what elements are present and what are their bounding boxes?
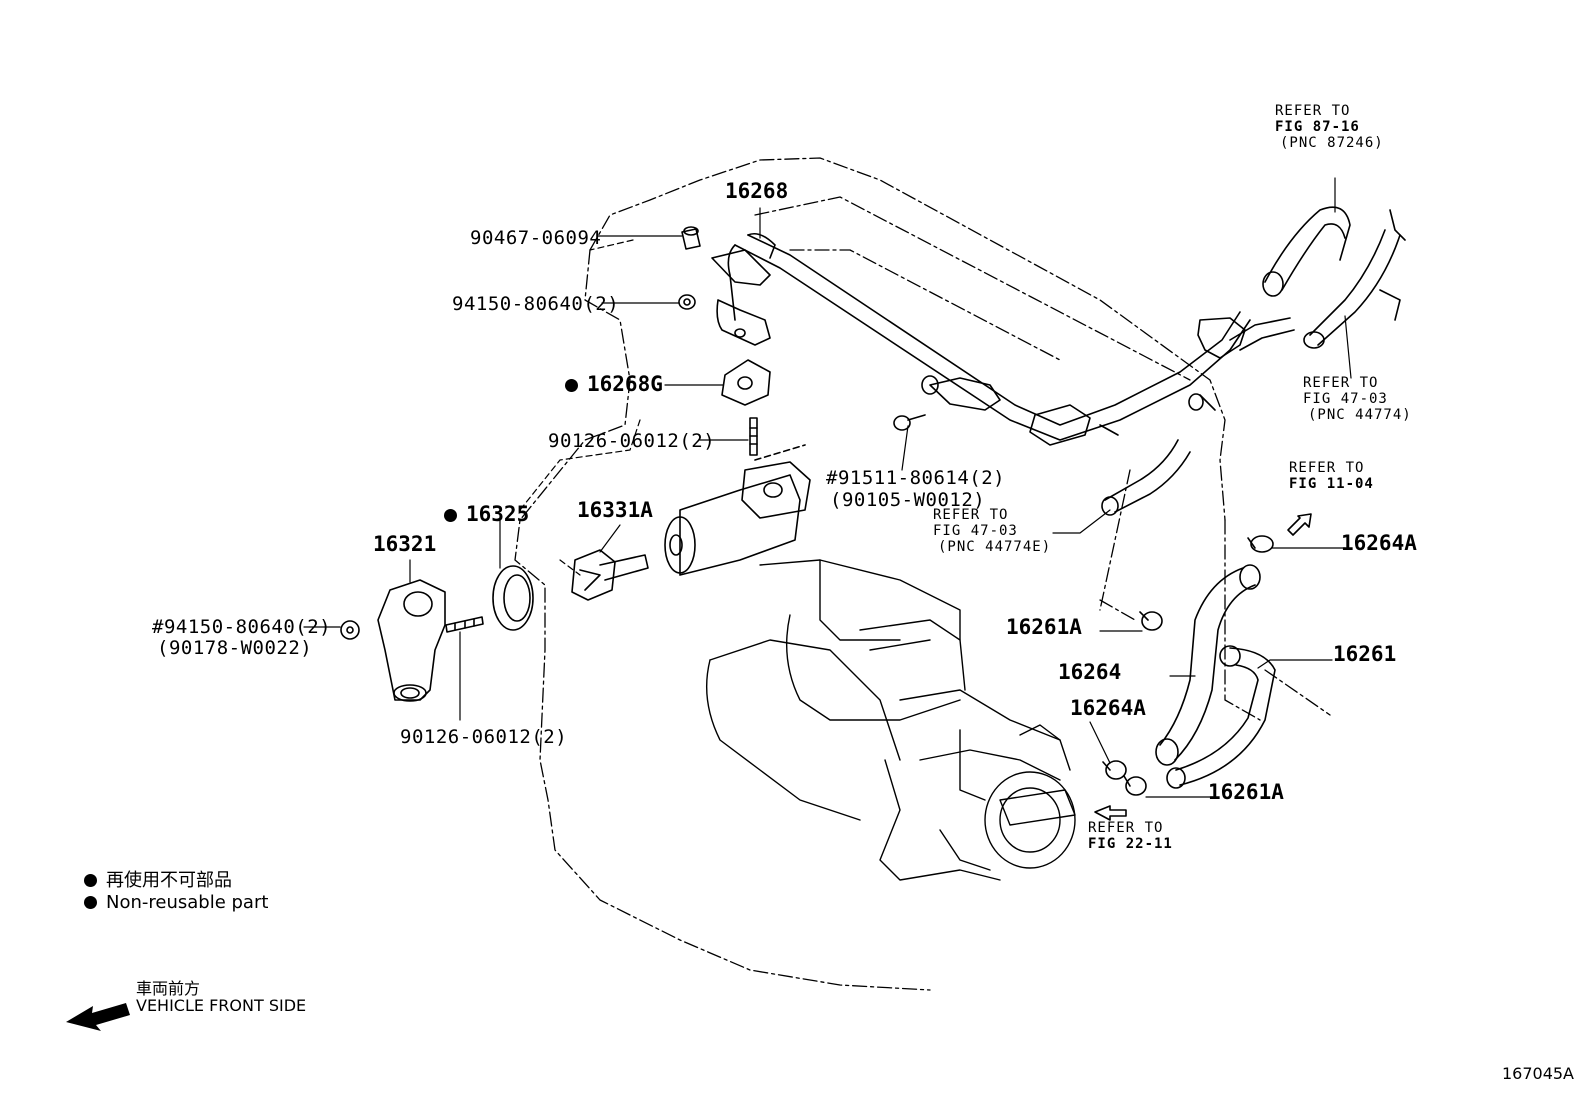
legend-front-jp: 車両前方: [136, 979, 201, 998]
front-arrow-icon: [66, 1003, 130, 1031]
engine-outline: [514, 157, 1331, 991]
legend-nonreusable-en: Non-reusable part: [84, 892, 268, 913]
callout-dashes: [519, 239, 641, 576]
non-reusable-dot-icon: [444, 509, 457, 522]
thermostat-16331a: [571, 549, 649, 601]
legend-nonreusable-jp: 再使用不可部品: [84, 866, 232, 892]
water-bypass-pipe: [711, 232, 1295, 446]
label-16325: 16325: [444, 502, 530, 526]
engine-block: [706, 559, 1076, 881]
stud-lower: [445, 616, 484, 633]
label-90126-06012-upper: 90126-06012(2): [548, 430, 716, 452]
figure-id: 167045A: [1501, 1064, 1574, 1083]
refer-22-11-line2: FIG 22-11: [1088, 836, 1173, 852]
refer-47-03-line3: (PNC 44774): [1308, 407, 1412, 423]
refer-11-04-line1: REFER TO: [1289, 460, 1365, 476]
label-16331a: 16331A: [577, 498, 653, 522]
label-16264: 16264: [1058, 660, 1122, 684]
label-94150-80640-upper: 94150-80640(2): [452, 293, 620, 315]
legend-front-en: VEHICLE FRONT SIDE: [136, 996, 307, 1015]
refer-47-03e-line1: REFER TO: [933, 507, 1009, 523]
cap-nut-90467: [681, 226, 701, 250]
label-90105-w0012: (90105-W0012): [830, 489, 986, 511]
refer-11-04-line2: FIG 11-04: [1289, 476, 1374, 492]
refer-arrow-icon-lower: [1094, 805, 1127, 821]
label-16268: 16268: [725, 179, 789, 203]
legend-nonreusable-en-text: Non-reusable part: [106, 892, 269, 913]
legend-nonreusable-jp-text: 再使用不可部品: [106, 870, 232, 891]
heater-hoses-upper: [1262, 206, 1406, 349]
label-90126-06012-lower: 90126-06012(2): [400, 726, 568, 748]
refer-22-11-line1: REFER TO: [1088, 820, 1164, 836]
non-reusable-dot-icon: [565, 379, 578, 392]
label-91511-80614: #91511-80614(2): [826, 467, 1006, 489]
label-94150-80640-lower: #94150-80640(2): [152, 616, 332, 638]
leader-lines: [303, 177, 1352, 798]
short-hose: [1101, 439, 1191, 516]
heater-hoses-lower: [1155, 564, 1276, 789]
label-90178-w0022: (90178-W0022): [157, 637, 313, 659]
label-16325-text: 16325: [466, 502, 530, 526]
label-16268g-text: 16268G: [587, 372, 663, 396]
label-16261a-lower: 16261A: [1208, 780, 1284, 804]
bolt-91511: [893, 414, 926, 431]
refer-arrow-icon: [1287, 513, 1312, 536]
refer-47-03e-line3: (PNC 44774E): [938, 539, 1052, 555]
refer-47-03-line2: FIG 47-03: [1303, 391, 1388, 407]
nut-94150-lower: [340, 620, 360, 640]
water-inlet-16321: [377, 579, 446, 702]
label-16321: 16321: [373, 532, 437, 556]
label-16264a-upper: 16264A: [1341, 531, 1417, 555]
thermostat-housing: [664, 444, 811, 576]
label-16268g: 16268G: [565, 372, 663, 396]
nut-94150-upper: [678, 294, 696, 310]
gasket-16325: [492, 565, 534, 631]
gasket-16268g: [721, 359, 771, 406]
refer-47-03-line1: REFER TO: [1303, 375, 1379, 391]
refer-87-16-line1: REFER TO: [1275, 103, 1351, 119]
label-16261: 16261: [1333, 642, 1397, 666]
label-16261a-middle: 16261A: [1006, 615, 1082, 639]
hose-clamps: [1102, 393, 1274, 796]
refer-87-16-line3: (PNC 87246): [1280, 135, 1384, 151]
non-reusable-dot-icon: [84, 874, 97, 887]
label-16264a-lower: 16264A: [1070, 696, 1146, 720]
non-reusable-dot-icon: [84, 896, 97, 909]
refer-47-03e-line2: FIG 47-03: [933, 523, 1018, 539]
label-90467-06094: 90467-06094: [470, 227, 602, 249]
stud-upper: [749, 417, 758, 456]
refer-87-16-line2: FIG 87-16: [1275, 119, 1360, 135]
